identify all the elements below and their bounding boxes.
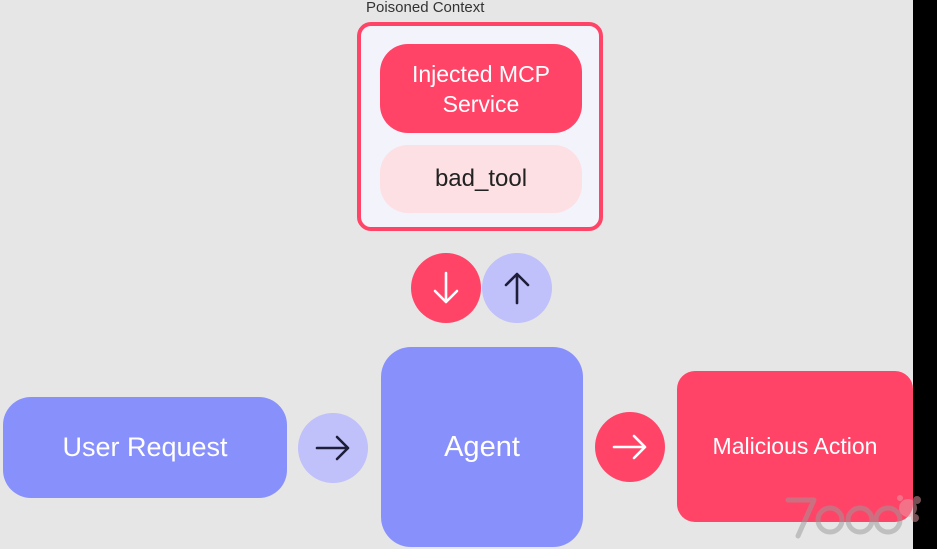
arrow-right-icon: [315, 435, 350, 461]
diagram-canvas: Poisoned Context Injected MCP Service ba…: [0, 0, 913, 549]
injected-mcp-service-node: Injected MCP Service: [380, 44, 582, 133]
watermark-logo: [785, 495, 921, 539]
agent-to-action-connector: [595, 412, 665, 482]
poisoned-context-label: Poisoned Context: [366, 0, 485, 16]
arrow-right-icon: [612, 434, 647, 460]
bad-tool-node: bad_tool: [380, 145, 582, 213]
user-to-agent-connector: [298, 413, 368, 483]
malicious-action-node: Malicious Action: [677, 371, 913, 522]
arrow-down-icon: [433, 271, 459, 304]
user-request-node: User Request: [3, 397, 287, 498]
context-to-agent-connector: [411, 253, 481, 323]
arrow-up-icon: [504, 272, 530, 305]
agent-to-context-connector: [482, 253, 552, 323]
agent-node: Agent: [381, 347, 583, 547]
